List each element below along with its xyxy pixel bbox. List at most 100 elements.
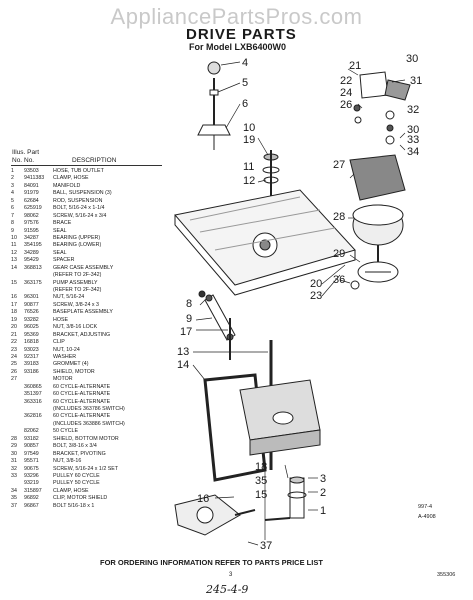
description-cell: BALL, SUSPENSION (3): [53, 190, 112, 197]
callout-18: 18: [255, 461, 267, 473]
part-number-cell: 351397: [24, 391, 42, 398]
description-cell: NUT, 5/16-24: [53, 294, 85, 301]
part-number-cell: 97549: [24, 450, 39, 457]
description-cell: MOTOR: [53, 376, 73, 383]
part-number-cell: 95571: [24, 458, 39, 465]
description-cell: BRACKET, ADJUSTING: [53, 331, 111, 338]
callout-37: 37: [260, 540, 272, 552]
description-cell: PULLEY 50 CYCLE: [53, 480, 100, 487]
illus-number-cell: 33: [11, 472, 17, 479]
callout-4: 4: [242, 57, 248, 69]
description-cell: CLAMP, HOSE: [53, 487, 89, 494]
description-cell: PUMP ASSEMBLY: [53, 279, 98, 286]
illus-number-cell: 37: [11, 502, 17, 509]
part-no-header: No.: [24, 157, 35, 164]
callout-30b: 30: [407, 124, 419, 136]
part-number-cell: 34289: [24, 249, 39, 256]
part-number-cell: 363175: [24, 279, 42, 286]
table-row: (REFER TO 2F-342): [11, 287, 171, 294]
callout-3: 3: [320, 473, 326, 485]
page-number: 3: [229, 572, 233, 578]
callout-16: 16: [197, 493, 209, 505]
illus-number-cell: 8: [11, 220, 14, 227]
description-cell: CLIP, MOTOR SHIELD: [53, 495, 108, 502]
callout-26: 26: [340, 99, 352, 111]
illus-number-cell: 9: [11, 227, 14, 234]
illus-number-cell: 10: [11, 234, 17, 241]
watermark: AppliancePartsPros.com: [110, 4, 363, 29]
gear-case-icon: [239, 379, 321, 441]
part-number-cell: 90857: [24, 443, 39, 450]
callout-6: 6: [242, 98, 248, 110]
part-number-cell: 95429: [24, 257, 39, 264]
table-row: 15 363175 PUMP ASSEMBLY: [11, 280, 171, 287]
description-cell: NUT, 10-24: [53, 346, 80, 353]
description-cell: (INCLUDES 363886 SWITCH): [53, 420, 125, 427]
part-number-cell: 93023: [24, 346, 39, 353]
callout-11: 11: [243, 161, 254, 173]
callout-29: 29: [333, 248, 345, 260]
illus-no-header: No.: [12, 157, 23, 164]
callout-21: 21: [349, 60, 361, 72]
illus-number-cell: 27: [11, 376, 17, 383]
description-cell: 50 CYCLE: [53, 428, 79, 435]
table-row: 2 9411383 CLAMP, HOSE: [11, 175, 171, 182]
callout-30: 30: [406, 53, 418, 65]
header-rule: [11, 165, 162, 166]
callout-17: 17: [180, 326, 192, 338]
callout-33: 33: [407, 134, 419, 146]
part-number-cell: 39183: [24, 361, 39, 368]
description-cell: BRACKET, PIVOTING: [53, 450, 106, 457]
ordering-footer: FOR ORDERING INFORMATION REFER TO PARTS …: [100, 558, 323, 567]
description-cell: (REFER TO 2F-342): [53, 272, 102, 279]
callout-32: 32: [407, 104, 419, 116]
illus-number-cell: 11: [11, 242, 17, 249]
part-number-cell: 9411383: [24, 175, 45, 182]
illus-number-cell: 15: [11, 279, 17, 286]
part-number-cell: 96867: [24, 502, 39, 509]
part-number-cell: 90877: [24, 301, 39, 308]
description-cell: BASEPLATE ASSEMBLY: [53, 309, 113, 316]
callout-15: 15: [255, 489, 267, 501]
description-cell: CLIP: [53, 339, 65, 346]
description-cell: NUT, 3/8-16 LOCK: [53, 324, 98, 331]
suspension-bracket-icon: [197, 124, 231, 136]
illus-number-cell: 4: [11, 190, 14, 197]
part-number-cell: 91979: [24, 190, 39, 197]
illus-number-cell: 2: [11, 175, 14, 182]
illus-number-cell: 19: [11, 316, 17, 323]
description-cell: HOSE, TUB OUTLET: [53, 168, 104, 174]
description-cell: SPACER: [53, 257, 75, 264]
description-cell: CLAMP, HOSE: [53, 175, 89, 182]
part-number-cell: 354195: [24, 242, 42, 249]
callout-35: 35: [255, 475, 267, 487]
illus-number-cell: 1: [11, 168, 14, 174]
illus-number-cell: 24: [11, 353, 17, 360]
callout-20: 20: [310, 278, 322, 290]
part-number-cell: 91595: [24, 227, 39, 234]
callout-31: 31: [410, 75, 422, 87]
illus-number-cell: 22: [11, 339, 17, 346]
callout-5: 5: [242, 77, 248, 89]
illus-number-cell: 34: [11, 487, 17, 494]
illus-number-cell: 32: [11, 465, 17, 472]
handwritten-note: 245-4-9: [206, 583, 249, 596]
part-number-cell: 362816: [24, 413, 42, 420]
description-cell: BOLT, 5/16-24 x 1-1/4: [53, 205, 105, 212]
